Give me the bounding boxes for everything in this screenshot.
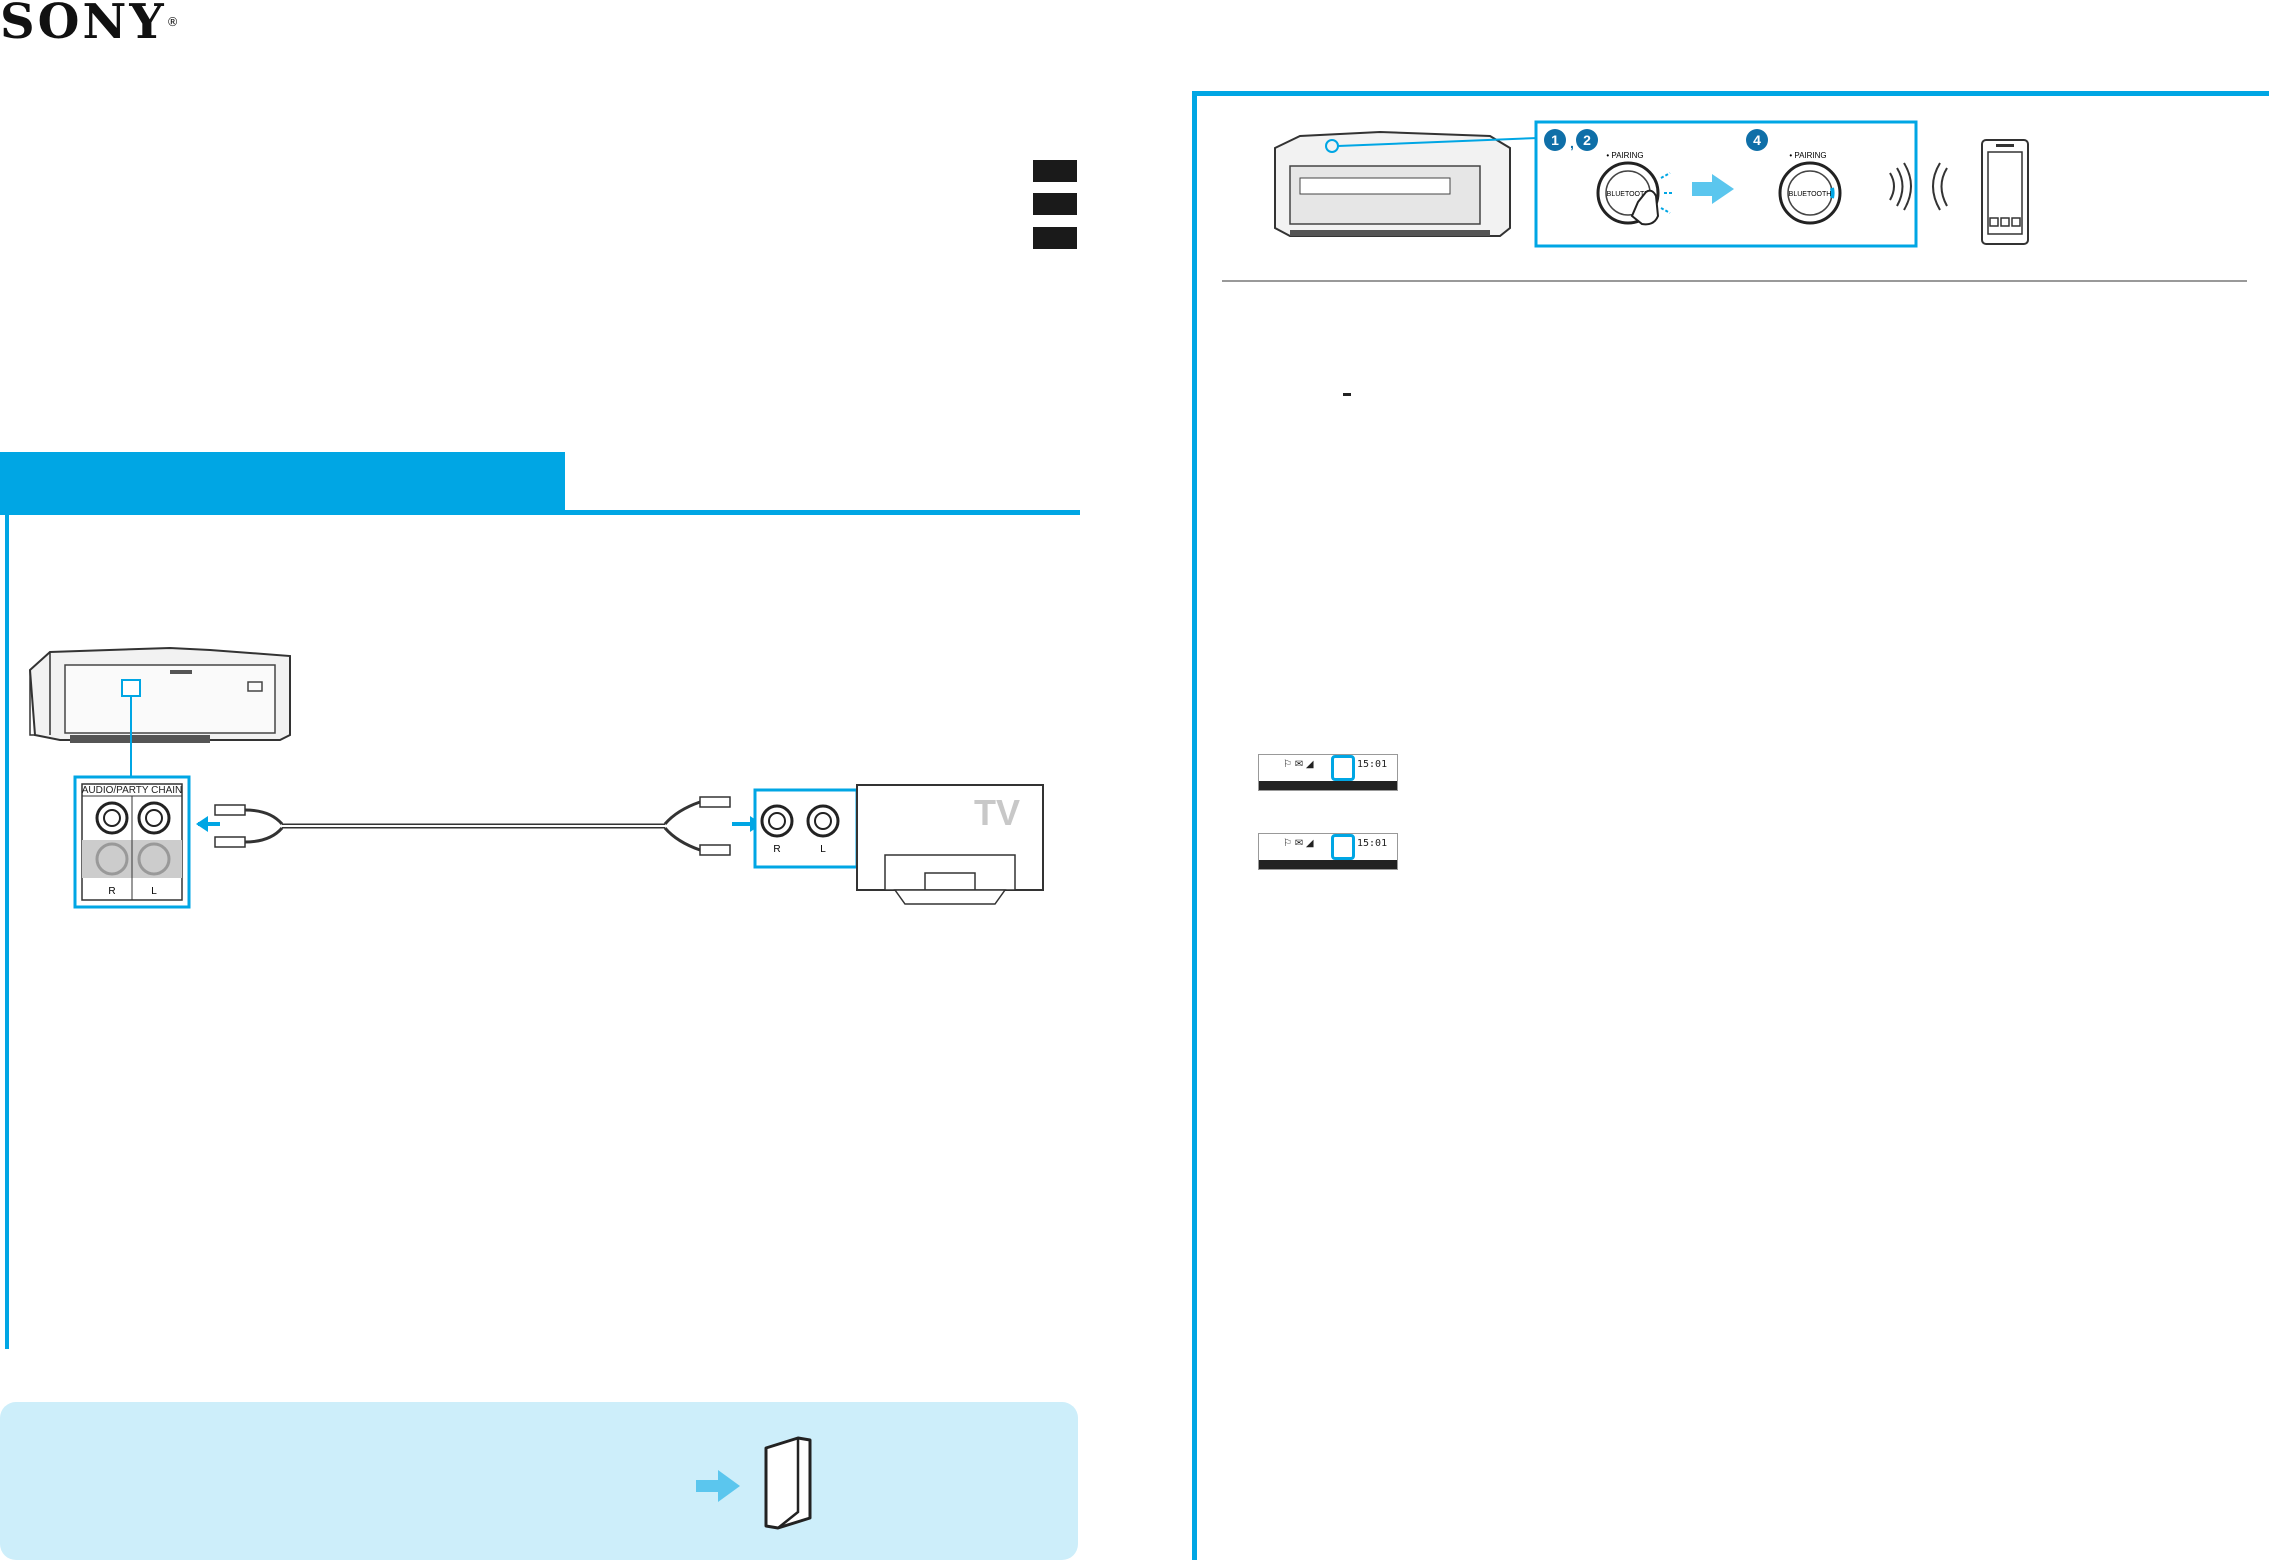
tv-jack-l-label: L <box>820 844 826 855</box>
tv-jack-r-label: R <box>773 844 780 855</box>
pairing-label-1: • PAIRING <box>1606 151 1643 160</box>
rca-cable-icon <box>214 796 731 856</box>
speaker-status-icon-highlight <box>1331 834 1355 860</box>
status-time: 15:01 <box>1357 759 1388 770</box>
bluetooth-pairing-diagram: 1 , 2 4 • PAIRING BLUETOOTH • PAIRING BL… <box>1274 120 2029 248</box>
step-4-badge: 4 <box>1753 132 1761 148</box>
speaker-unit-icon <box>1274 130 1511 237</box>
language-tab[interactable] <box>1033 160 1077 182</box>
dash-mark <box>1343 393 1351 396</box>
status-bar-screen-2: ⚐ ✉ ◢ 15:01 <box>1258 833 1398 870</box>
television-icon: TV <box>856 784 1044 905</box>
section-header-bar <box>0 452 565 514</box>
section-rule <box>0 510 1080 515</box>
step-separator: , <box>1570 135 1574 151</box>
step-1-badge: 1 <box>1551 132 1559 148</box>
jack-r-label: R <box>108 886 115 897</box>
section-side-rule <box>5 514 9 1349</box>
pairing-label-2: • PAIRING <box>1789 151 1826 160</box>
section-divider <box>1222 280 2247 282</box>
bluetooth-button-label-1: BLUETOOTH <box>1607 191 1650 198</box>
hand-press-icon <box>1630 189 1660 226</box>
jack-panel-title: AUDIO/PARTY CHAIN <box>82 785 183 796</box>
arrow-right-icon <box>696 1470 740 1502</box>
section-side-rule <box>1192 91 1197 1560</box>
section-rule <box>1192 91 2269 96</box>
bluetooth-status-icon-highlight <box>1331 755 1355 781</box>
jack-l-label: L <box>151 886 157 897</box>
status-bar-screen-1: ⚐ ✉ ◢ 15:01 <box>1258 754 1398 791</box>
booklet-icon <box>764 1436 812 1530</box>
status-time: 15:01 <box>1357 838 1388 849</box>
speaker-unit-icon <box>28 646 291 743</box>
sony-logo: SONY® <box>0 0 182 50</box>
tv-connection-diagram: AUDIO/PARTY CHAIN R L R L TV <box>28 646 1044 909</box>
language-tab[interactable] <box>1033 193 1077 215</box>
wireless-signal-icon <box>1889 162 1948 211</box>
tv-label: TV <box>974 792 1020 833</box>
language-tab[interactable] <box>1033 227 1077 249</box>
step-2-badge: 2 <box>1583 132 1591 148</box>
hint-box <box>0 1402 1078 1560</box>
bluetooth-button-label-2: BLUETOOTH <box>1789 191 1832 198</box>
arrow-right-icon <box>1692 174 1734 204</box>
smartphone-icon <box>1981 139 2029 245</box>
